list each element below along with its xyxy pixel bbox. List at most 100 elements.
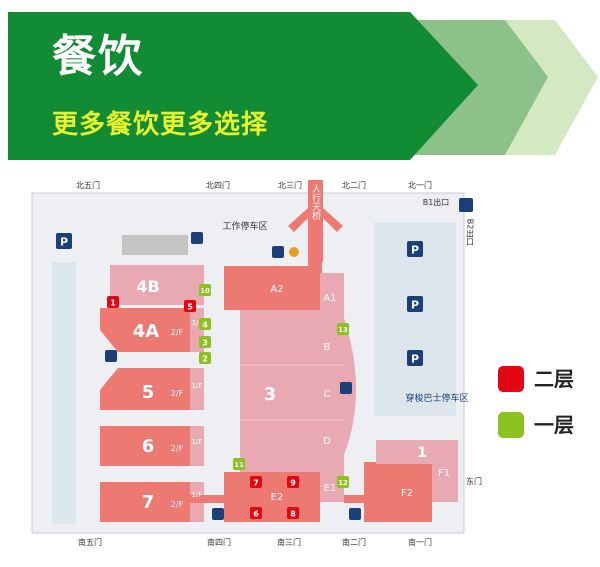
banner-chevrons: [8, 12, 598, 160]
legend-label-first-floor: 一层: [534, 413, 574, 437]
marker-2f-6[interactable]: 6: [250, 507, 262, 519]
svg-text:2: 2: [202, 355, 208, 364]
marker-2f-1[interactable]: 1: [107, 296, 119, 308]
hall-4a: [100, 308, 190, 352]
hall-label-4b: 4B: [136, 277, 159, 296]
svg-text:9: 9: [290, 479, 296, 488]
footbridge-label: 人行天桥: [310, 184, 321, 221]
svg-text:8: 8: [290, 510, 296, 519]
svg-text:10: 10: [200, 287, 210, 295]
b1-exit-icon: [459, 198, 473, 212]
footbridge-left-arm: [288, 208, 308, 232]
gate-south-4: 南四门: [207, 537, 231, 547]
hall-label-f1: F1: [438, 468, 450, 479]
banner-main-shape: [8, 12, 478, 160]
service-icon: [349, 508, 361, 520]
b2-exit-label: B2出口: [466, 219, 475, 246]
hall-label-7: 7: [142, 492, 155, 513]
connector-east: [344, 495, 364, 503]
gate-south-1: 南一门: [408, 537, 432, 547]
venue-map: P P P P 穿梭巴士停车区 工作停车区 人行天桥 4B 4A 5 6 7 2…: [31, 180, 482, 547]
gate-north-5: 北五门: [76, 180, 100, 190]
gate-north-1: 北一门: [408, 180, 432, 190]
parking-icon: P: [56, 233, 72, 249]
marker-2f-5[interactable]: 5: [184, 300, 196, 312]
hall-f2: [364, 462, 432, 522]
floor-label-6: 2/F: [171, 444, 184, 453]
service-icon: [272, 246, 284, 258]
hall-1: [376, 440, 458, 464]
gray-block: [122, 235, 188, 255]
marker-1f-11[interactable]: 11: [233, 458, 245, 470]
left-parking-strip: [52, 262, 76, 524]
marker-1f-3[interactable]: 3: [199, 336, 211, 348]
parking-symbol: P: [60, 236, 68, 249]
marker-2f-9[interactable]: 9: [287, 476, 299, 488]
gate-south-3: 南三门: [277, 537, 301, 547]
hall-6-annex: [190, 426, 204, 466]
hall-label-a2: A2: [270, 284, 283, 295]
hall-3: [240, 310, 344, 472]
marker-1f-4[interactable]: 4: [199, 318, 211, 330]
floor1-label-6: 1/F: [192, 438, 203, 446]
floor1-label-5: 1/F: [192, 382, 203, 390]
marker-1f-12[interactable]: 12: [337, 476, 349, 488]
hall-label-d: D: [323, 436, 331, 447]
svg-text:6: 6: [253, 510, 259, 519]
gate-north-4: 北四门: [206, 180, 230, 190]
hall-label-e1: E1: [324, 483, 337, 494]
page-subtitle: 更多餐饮更多选择: [52, 110, 269, 140]
marker-2f-7[interactable]: 7: [250, 476, 262, 488]
footbridge-right-arm: [323, 208, 343, 232]
svg-text:5: 5: [187, 303, 193, 312]
floor-label-4a: 2/F: [171, 328, 184, 337]
hall-label-f2: F2: [401, 488, 413, 499]
floor-label-5: 2/F: [171, 389, 184, 398]
hall-4b: [110, 265, 204, 305]
hall-a1: [320, 273, 344, 317]
footbridge: [308, 180, 323, 272]
svg-text:1: 1: [110, 299, 116, 308]
parking-icon-p2: [407, 296, 423, 312]
service-icon: [191, 232, 203, 244]
hall-6: [100, 426, 190, 466]
connector-west: [190, 495, 224, 503]
hall-label-6: 6: [142, 436, 155, 457]
hall-5: [100, 368, 190, 410]
hall-e2: [224, 472, 320, 522]
parking-icon-p3: [407, 350, 423, 366]
legend-swatch-first-floor: [498, 412, 524, 438]
svg-text:12: 12: [338, 479, 348, 487]
hall-label-4a: 4A: [133, 321, 160, 342]
svg-text:3: 3: [202, 339, 208, 348]
parking-symbol-p2: P: [411, 299, 419, 312]
hall-label-1: 1: [417, 445, 427, 461]
gate-south-2: 南二门: [342, 537, 366, 547]
marker-1f-10[interactable]: 10: [199, 284, 211, 296]
fire-station-icon: [289, 247, 299, 257]
connector-label-east: 连廊: [347, 495, 361, 504]
gate-south-5: 南五门: [78, 537, 102, 547]
svg-text:13: 13: [338, 326, 348, 334]
hall-label-5: 5: [142, 382, 155, 403]
hall-label-a1: A1: [323, 293, 336, 304]
floor1-label-7: 1/F: [192, 491, 203, 499]
gate-north-3: 北三门: [278, 180, 302, 190]
marker-1f-13[interactable]: 13: [337, 323, 349, 335]
hall-5-annex: [190, 368, 204, 410]
parking-symbol-p1: P: [411, 244, 419, 257]
connector-label-west: 连廊: [200, 495, 214, 504]
marker-2f-8[interactable]: 8: [287, 507, 299, 519]
hall-label-3: 3: [264, 384, 277, 405]
floor1-label-4a: 1/F: [192, 319, 203, 327]
hall-label-e2: E2: [271, 492, 284, 503]
shuttle-parking-label: 穿梭巴士停车区: [405, 392, 468, 404]
parking-icon-p1: [407, 241, 423, 257]
gate-east: 东门: [466, 476, 482, 486]
legend-swatch-second-floor: [498, 366, 524, 392]
marker-1f-2[interactable]: 2: [199, 352, 211, 364]
parking-symbol-p3: P: [411, 353, 419, 366]
hall-a2: [224, 266, 322, 310]
svg-text:7: 7: [253, 479, 259, 488]
gate-north-2: 北二门: [342, 180, 366, 190]
